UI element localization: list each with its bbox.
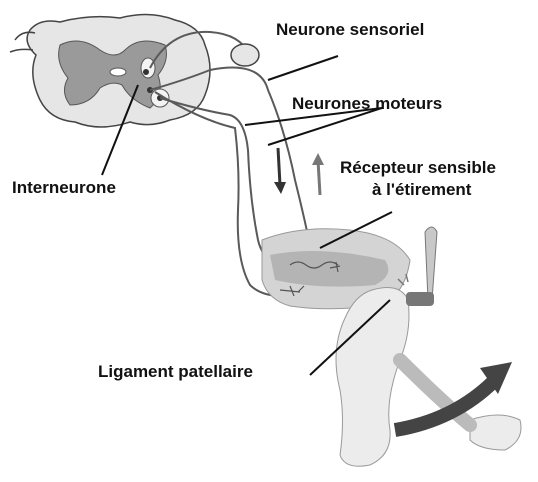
down-arrow-icon <box>274 148 286 194</box>
up-arrow-icon <box>312 153 324 195</box>
label-receptor-line1: Récepteur sensible <box>340 158 496 178</box>
label-motor-neurons: Neurones moteurs <box>292 94 442 114</box>
label-interneuron: Interneurone <box>12 178 116 198</box>
label-sensory-neuron: Neurone sensoriel <box>276 20 424 40</box>
label-patellar-ligament: Ligament patellaire <box>98 362 253 382</box>
ganglion <box>231 44 259 66</box>
label-receptor-line2: à l'étirement <box>372 180 471 200</box>
spinal-cord-section <box>10 14 210 127</box>
